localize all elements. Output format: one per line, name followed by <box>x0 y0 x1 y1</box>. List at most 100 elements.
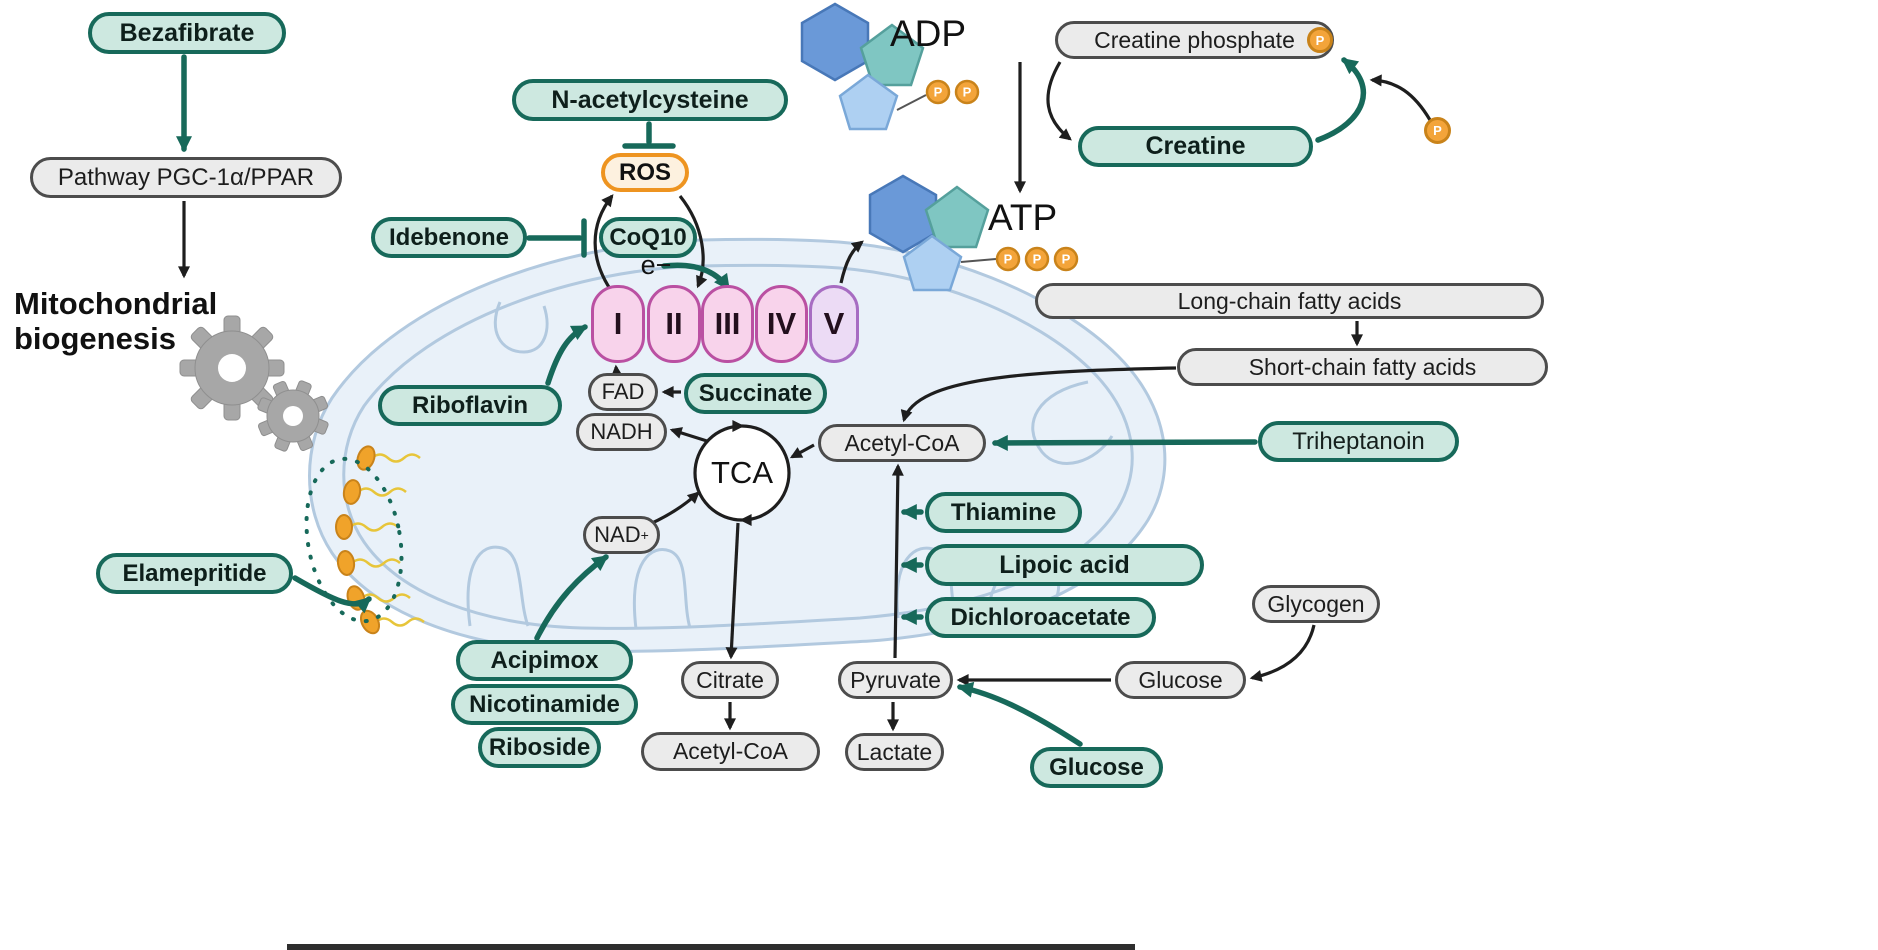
tca-cycle-circle <box>695 426 789 520</box>
node-fad: FAD <box>588 373 658 411</box>
node-pgc-ppar: Pathway PGC-1α/PPAR <box>30 157 342 198</box>
node-nadh: NADH <box>576 413 667 451</box>
lipid-squiggle <box>375 617 425 627</box>
arrow-complexes-to-ros-left <box>593 194 617 297</box>
cristae-fold <box>1031 380 1114 465</box>
node-long-chain-fatty-acids: Long-chain fatty acids <box>1035 283 1544 319</box>
nad-superscript: + <box>640 527 649 543</box>
node-idebenone: Idebenone <box>371 217 527 258</box>
tca-cycle-arc <box>693 420 745 522</box>
mitochondrial-biogenesis-label: Mitochondrial biogenesis <box>14 286 217 356</box>
arrow-pyruvate-to-acetylcoa <box>891 463 904 659</box>
node-bezafibrate: Bezafibrate <box>88 12 286 54</box>
cristae-fold <box>493 301 549 354</box>
base-pentagon <box>859 23 925 87</box>
phosphate-letter: P <box>934 85 943 100</box>
lipid-head <box>342 479 362 505</box>
arrow-creatine-to-creatinephosphate <box>1315 57 1367 143</box>
phosphate-icon-creatine-phosphate: P <box>1307 27 1333 53</box>
bottom-crop-bar <box>287 944 1135 950</box>
node-glucose: Glucose <box>1115 661 1246 699</box>
arrow-tca-to-nadh <box>669 427 708 443</box>
atp-molecule-icon: P P P <box>868 174 1079 292</box>
phosphate-letter: P <box>963 85 972 100</box>
lipid-squiggle <box>371 453 421 463</box>
cristae-fold <box>633 548 692 630</box>
base-pentagon <box>924 185 990 249</box>
node-glucose-supplement: Glucose <box>1030 747 1163 788</box>
arrow-tca-to-citrate <box>725 522 740 660</box>
node-nad-plus: NAD+ <box>583 516 660 554</box>
cristae-fold <box>466 545 530 627</box>
arrow-complex-v-to-atp <box>839 240 864 284</box>
lipid-squiggle <box>349 522 399 532</box>
node-nicotinamide: Nicotinamide <box>451 684 638 725</box>
phosphate-letter: P <box>1033 252 1042 267</box>
node-creatine-phosphate: Creatine phosphate <box>1055 21 1334 59</box>
arrow-acipimox-group-to-nad <box>534 554 609 641</box>
node-coq10: CoQ10 <box>599 217 697 258</box>
arrow-glycogen-to-glucose <box>1249 624 1316 682</box>
node-dichloroacetate: Dichloroacetate <box>925 597 1156 638</box>
arrow-phosphate-to-cycle <box>1369 74 1432 121</box>
phosphate-letter: P <box>1004 252 1013 267</box>
phosphate-icon <box>1024 246 1050 272</box>
arrow-shortchain-to-acetylcoa <box>900 366 1177 423</box>
arrow-glucose-supplement-to-pyruvate <box>956 681 1083 747</box>
lipid-head <box>335 514 353 540</box>
lipid-squiggle <box>361 593 411 603</box>
phosphate-icon <box>995 246 1021 272</box>
node-citrate: Citrate <box>681 661 779 699</box>
phosphate-letter: P <box>1062 252 1071 267</box>
phosphate-icon <box>1053 246 1079 272</box>
nad-base: NAD <box>594 522 641 547</box>
phosphate-icon-free: P <box>1424 117 1451 144</box>
node-complex-iv: IV <box>755 285 808 363</box>
gear-icon-small <box>257 380 329 452</box>
atp-label: ATP <box>988 197 1058 238</box>
arrow-triheptanoin-to-acetylcoa <box>991 434 1258 451</box>
tca-cycle-label: TCA <box>711 455 773 490</box>
tca-cycle-arc <box>739 424 791 526</box>
node-thiamine: Thiamine <box>925 492 1082 533</box>
node-n-acetylcysteine: N-acetylcysteine <box>512 79 788 121</box>
ribose-pentagon <box>902 234 963 292</box>
lipid-squiggle <box>351 558 401 568</box>
arrow-acetylcoa-to-tca <box>789 443 815 459</box>
node-creatine: Creatine <box>1078 126 1313 167</box>
gear-icon-large <box>179 315 285 421</box>
ribose-pentagon <box>838 73 899 131</box>
lipid-head <box>336 550 356 576</box>
electron-label: e− <box>640 250 672 280</box>
node-glycogen: Glycogen <box>1252 585 1380 623</box>
node-short-chain-fatty-acids: Short-chain fatty acids <box>1177 348 1548 386</box>
lipid-squiggle <box>357 487 407 497</box>
arrow-elamepritide-to-membrane <box>292 575 372 614</box>
adenine-hexagon <box>800 2 870 82</box>
therapy-arrows <box>176 54 1367 747</box>
node-acipimox: Acipimox <box>456 640 633 681</box>
arrow-ros-to-complexes-right <box>678 195 708 289</box>
node-acetyl-coa-mid: Acetyl-CoA <box>818 424 986 462</box>
node-acetyl-coa-bottom: Acetyl-CoA <box>641 732 820 771</box>
node-complex-iii: III <box>701 285 754 363</box>
mitochondrion-inner-membrane <box>342 263 1134 630</box>
adp-molecule-icon: P P <box>800 2 980 131</box>
node-riboflavin: Riboflavin <box>378 385 562 426</box>
arrow-electron-to-complex-iii <box>661 262 731 291</box>
phosphate-link <box>960 258 997 263</box>
arrow-riboflavin-to-complex-i <box>545 324 588 386</box>
node-riboside: Riboside <box>478 727 601 768</box>
mito-biogenesis-line1: Mitochondrial <box>14 286 218 321</box>
node-complex-v: V <box>809 285 859 363</box>
arrow-creatinephosphate-to-creatine <box>1046 61 1072 141</box>
node-lipoic-acid: Lipoic acid <box>925 544 1204 586</box>
phosphate-icon <box>954 79 980 105</box>
node-triheptanoin: Triheptanoin <box>1258 421 1459 462</box>
adp-label: ADP <box>890 13 967 54</box>
node-lactate: Lactate <box>845 733 944 771</box>
node-pyruvate: Pyruvate <box>838 661 953 699</box>
membrane-target-dashed-ring <box>304 456 404 624</box>
lipid-head <box>359 609 381 635</box>
